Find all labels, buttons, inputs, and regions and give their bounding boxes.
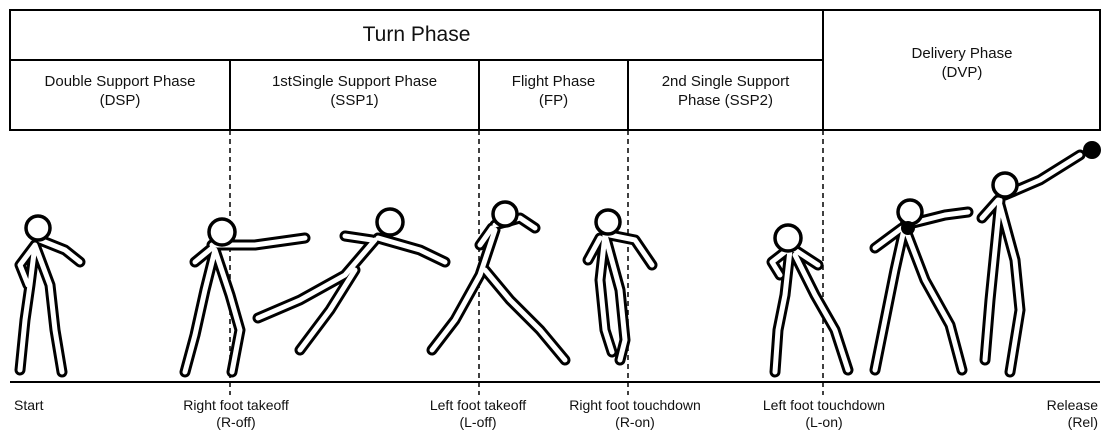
athlete-figure-flight — [426, 200, 571, 366]
phase-name: 2nd Single Support — [661, 73, 790, 90]
phase-abbr: (FP) — [538, 92, 569, 109]
phase-abbr: (DSP) — [99, 92, 141, 109]
event-release: Release (Rel) — [1000, 397, 1098, 431]
event-label: Release — [1046, 397, 1098, 413]
event-abbr: (R-on) — [615, 414, 655, 430]
turn-phase-title: Turn Phase — [10, 10, 823, 60]
athlete-figure-release — [976, 141, 1101, 378]
event-markers — [229, 130, 824, 395]
delivery-phase-title: Delivery Phase (DVP) — [823, 10, 1101, 130]
phase-name: Double Support Phase — [44, 73, 196, 90]
event-label: Right foot takeoff — [183, 397, 289, 413]
event-label: Left foot touchdown — [762, 397, 886, 413]
event-label: Left foot takeoff — [429, 397, 527, 413]
delivery-phase-abbr: (DVP) — [941, 64, 983, 81]
athlete-figure-start — [14, 214, 86, 378]
event-l-off: Left foot takeoff (L-off) — [398, 397, 558, 431]
phase-dsp: Double Support Phase (DSP) — [10, 60, 230, 130]
phase-fp: Flight Phase (FP) — [479, 60, 628, 130]
turn-phase-label: Turn Phase — [362, 23, 471, 46]
event-abbr: (R-off) — [216, 414, 256, 430]
athlete-figure-ssp1 — [252, 207, 451, 356]
athlete-figure-r-off — [179, 217, 311, 378]
phase-name: Flight Phase — [511, 73, 596, 90]
athlete-figure-r-on — [582, 208, 658, 366]
delivery-phase-name: Delivery Phase — [911, 45, 1013, 62]
athlete-figure-l-on — [766, 223, 854, 378]
event-r-off: Right foot takeoff (R-off) — [156, 397, 316, 431]
shot-put-ball — [1083, 141, 1101, 159]
event-abbr: (L-on) — [805, 414, 843, 430]
phase-ssp1: 1stSingle Support Phase (SSP1) — [230, 60, 479, 130]
phase-abbr: Phase (SSP2) — [677, 92, 774, 109]
event-abbr: (Rel) — [1067, 414, 1098, 430]
phase-ssp2: 2nd Single Support Phase (SSP2) — [628, 60, 823, 130]
event-r-on: Right foot touchdown (R-on) — [555, 397, 715, 431]
event-abbr: (L-off) — [459, 414, 497, 430]
event-label: Right foot touchdown — [569, 397, 701, 413]
phase-name: 1stSingle Support Phase — [271, 73, 438, 90]
event-label: Start — [14, 397, 44, 413]
athlete-figure-delivery — [869, 198, 974, 376]
header-frame — [9, 9, 1101, 131]
event-l-on: Left foot touchdown (L-on) — [734, 397, 914, 431]
event-start: Start — [14, 397, 74, 414]
phase-abbr: (SSP1) — [330, 92, 379, 109]
